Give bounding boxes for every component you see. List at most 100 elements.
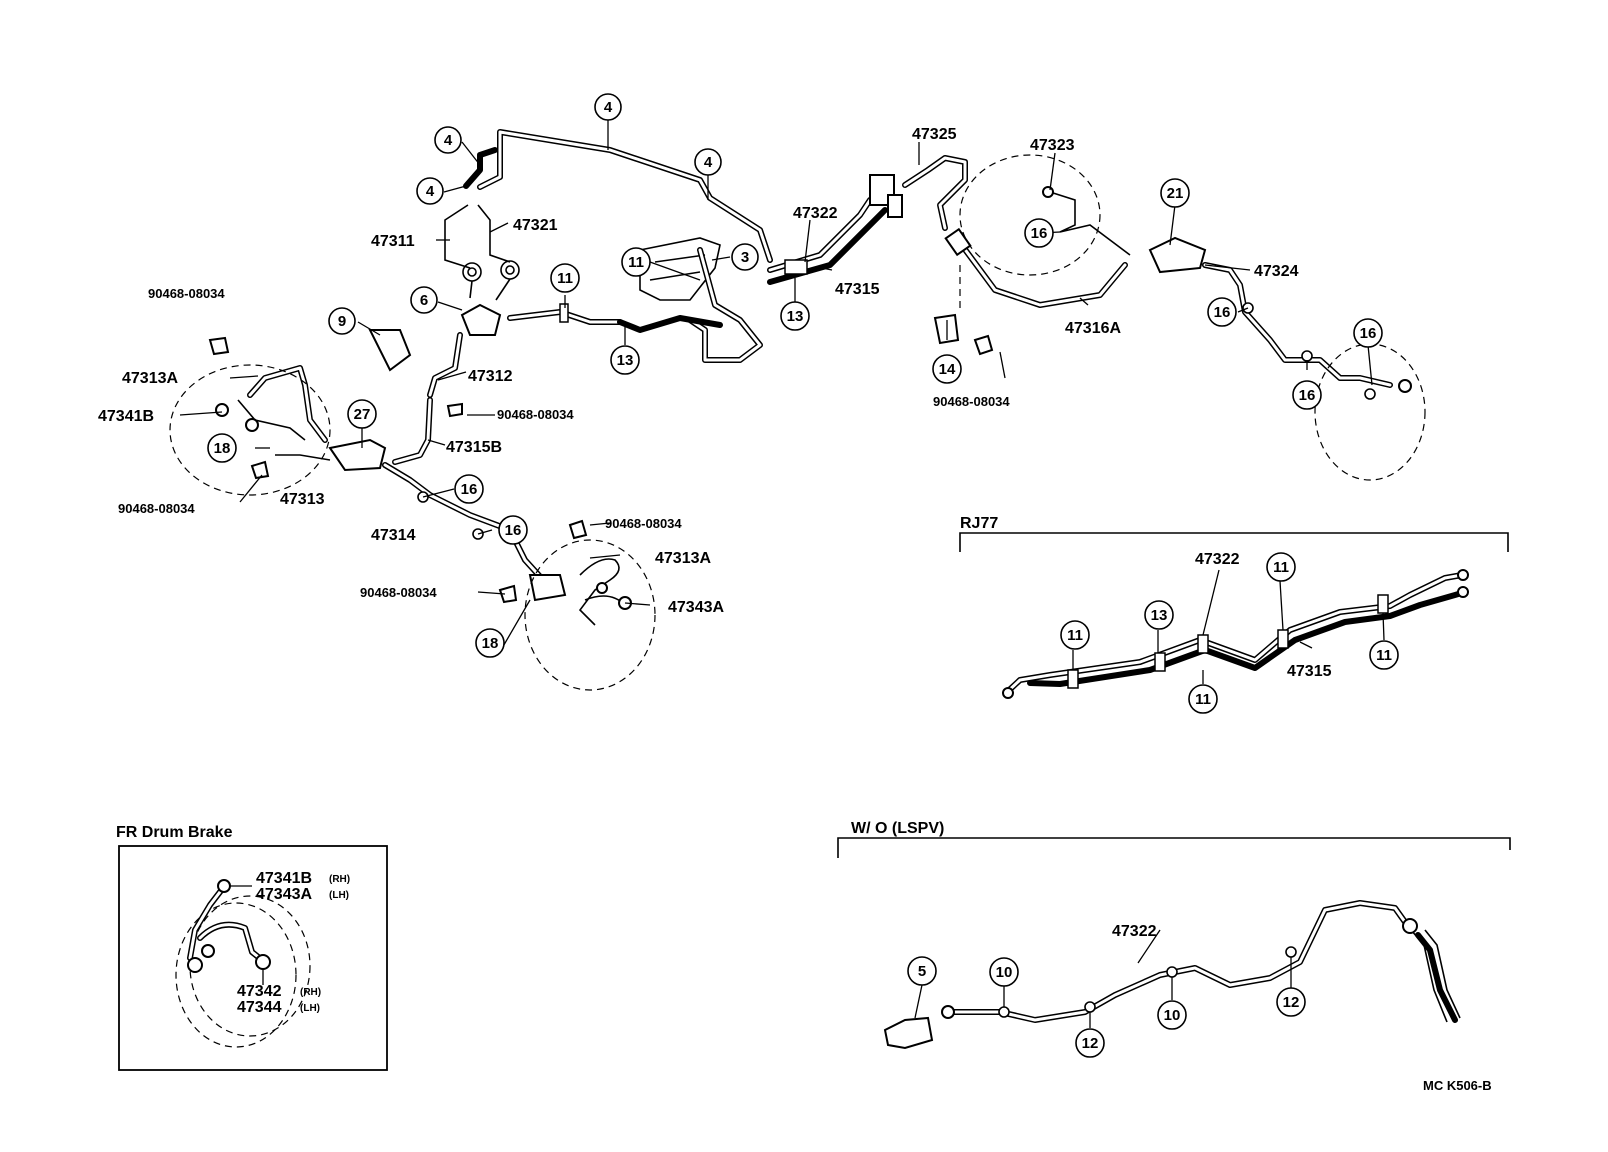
callout-9: 9	[328, 307, 356, 335]
callout-16b: 16	[1207, 297, 1237, 327]
svg-text:4: 4	[604, 99, 613, 116]
callout-16a: 16	[1024, 218, 1054, 248]
callout-11b: 11	[621, 247, 651, 277]
callout-4a: 4	[594, 93, 622, 121]
clip-90468-e	[568, 519, 588, 540]
label-47313: 47313	[280, 491, 325, 508]
wo-callout-10a: 10	[989, 957, 1019, 987]
svg-text:16: 16	[1031, 225, 1048, 242]
label-47311: 47311	[371, 233, 415, 250]
rj-callout-11a: 11	[1060, 620, 1090, 650]
rj-callout-13: 13	[1144, 600, 1174, 630]
svg-text:4: 4	[704, 154, 713, 171]
label-90468-d: 90468-08034	[118, 501, 195, 516]
wo-lspv-title: W/ O (LSPV)	[851, 820, 944, 837]
svg-text:21: 21	[1167, 185, 1184, 202]
callout-13a: 13	[610, 345, 640, 375]
callout-circles: 4 4 4 4 3 6 9 11 11 13 13 14 16 16 16 16…	[207, 93, 1383, 658]
svg-text:11: 11	[1067, 627, 1083, 644]
rj-label-47315: 47315	[1287, 663, 1332, 680]
rj77-inset: RJ77 11 13 11 11 11 47322 47315	[959, 515, 1509, 714]
callout-16e: 16	[454, 474, 484, 504]
fr-label-rh-2: (RH)	[300, 987, 321, 998]
svg-text:10: 10	[1164, 1007, 1181, 1024]
fr-label-lh-2: (LH)	[300, 1003, 320, 1014]
rj-callout-11c: 11	[1266, 552, 1296, 582]
label-47341B: 47341B	[98, 408, 154, 425]
callout-18b: 18	[475, 628, 505, 658]
callout-6: 6	[410, 286, 438, 314]
label-47325: 47325	[912, 126, 957, 143]
svg-text:4: 4	[444, 132, 453, 149]
callout-4c: 4	[416, 177, 444, 205]
svg-text:4: 4	[426, 183, 435, 200]
clip-90468-c	[446, 402, 463, 418]
callout-16d: 16	[1292, 380, 1322, 410]
fr-drum-brake-inset: FR Drum Brake 47341B (RH) 47343A (LH) 47…	[116, 824, 388, 1071]
part-labels: 47311 47321 47312 47313A 47341B 90468-08…	[98, 126, 1299, 616]
clip-90468-d	[250, 460, 270, 480]
callout-14: 14	[932, 354, 962, 384]
rj77-title: RJ77	[960, 515, 998, 532]
callout-16f: 16	[498, 515, 528, 545]
clip-90468-b	[973, 334, 994, 356]
svg-text:11: 11	[1273, 559, 1289, 576]
bracket-9	[368, 329, 412, 372]
rj-callout-11b: 11	[1188, 684, 1218, 714]
wo-callout-12b: 12	[1276, 987, 1306, 1017]
label-90468-b: 90468-08034	[933, 394, 1010, 409]
svg-text:16: 16	[1214, 304, 1231, 321]
svg-text:16: 16	[461, 481, 478, 498]
label-47315: 47315	[835, 281, 880, 298]
svg-text:5: 5	[918, 963, 926, 980]
rotor-outlines	[169, 154, 1426, 691]
label-47313A-right: 47313A	[655, 550, 711, 567]
svg-text:16: 16	[505, 522, 522, 539]
svg-text:11: 11	[1376, 647, 1392, 664]
callout-16c: 16	[1353, 318, 1383, 348]
callout-3: 3	[731, 243, 759, 271]
label-47322: 47322	[793, 205, 838, 222]
fr-label-47344: 47344	[237, 999, 282, 1016]
callout-27: 27	[347, 399, 377, 429]
svg-text:16: 16	[1360, 325, 1377, 342]
label-47343A: 47343A	[668, 599, 724, 616]
label-90468-a: 90468-08034	[148, 286, 225, 301]
svg-text:11: 11	[1195, 691, 1211, 708]
svg-text:16: 16	[1299, 387, 1316, 404]
fr-label-47342: 47342	[237, 983, 282, 1000]
fr-label-rh-1: (RH)	[329, 874, 350, 885]
svg-text:11: 11	[628, 254, 644, 271]
clips	[208, 313, 994, 604]
svg-text:11: 11	[557, 270, 573, 287]
label-90468-c: 90468-08034	[497, 407, 574, 422]
svg-text:6: 6	[420, 292, 428, 309]
svg-text:18: 18	[214, 440, 231, 457]
wo-label-47322: 47322	[1112, 923, 1157, 940]
wo-callout-5: 5	[907, 956, 937, 986]
callout-4b: 4	[434, 126, 462, 154]
leader-lines	[179, 120, 1373, 651]
svg-text:18: 18	[482, 635, 499, 652]
main-tube-assembly	[215, 129, 1412, 626]
rj-callout-11d: 11	[1369, 640, 1399, 670]
clip-90468-a	[208, 336, 230, 356]
svg-text:12: 12	[1283, 994, 1300, 1011]
svg-text:27: 27	[354, 406, 371, 423]
svg-text:12: 12	[1082, 1035, 1099, 1052]
fr-label-47343A: 47343A	[256, 886, 312, 903]
callout-11a: 11	[550, 263, 580, 293]
label-90468-f: 90468-08034	[360, 585, 437, 600]
wo-callout-10b: 10	[1157, 1000, 1187, 1030]
rj-label-47322: 47322	[1195, 551, 1240, 568]
svg-text:13: 13	[787, 308, 804, 325]
label-47312: 47312	[468, 368, 513, 385]
callout-21: 21	[1160, 178, 1190, 208]
fr-drum-title: FR Drum Brake	[116, 824, 233, 841]
label-47324: 47324	[1254, 263, 1299, 280]
label-47313A-left: 47313A	[122, 370, 178, 387]
svg-text:13: 13	[617, 352, 634, 369]
callout-4d: 4	[694, 148, 722, 176]
label-47316A: 47316A	[1065, 320, 1121, 337]
figure-code: MC K506-B	[1423, 1078, 1492, 1093]
